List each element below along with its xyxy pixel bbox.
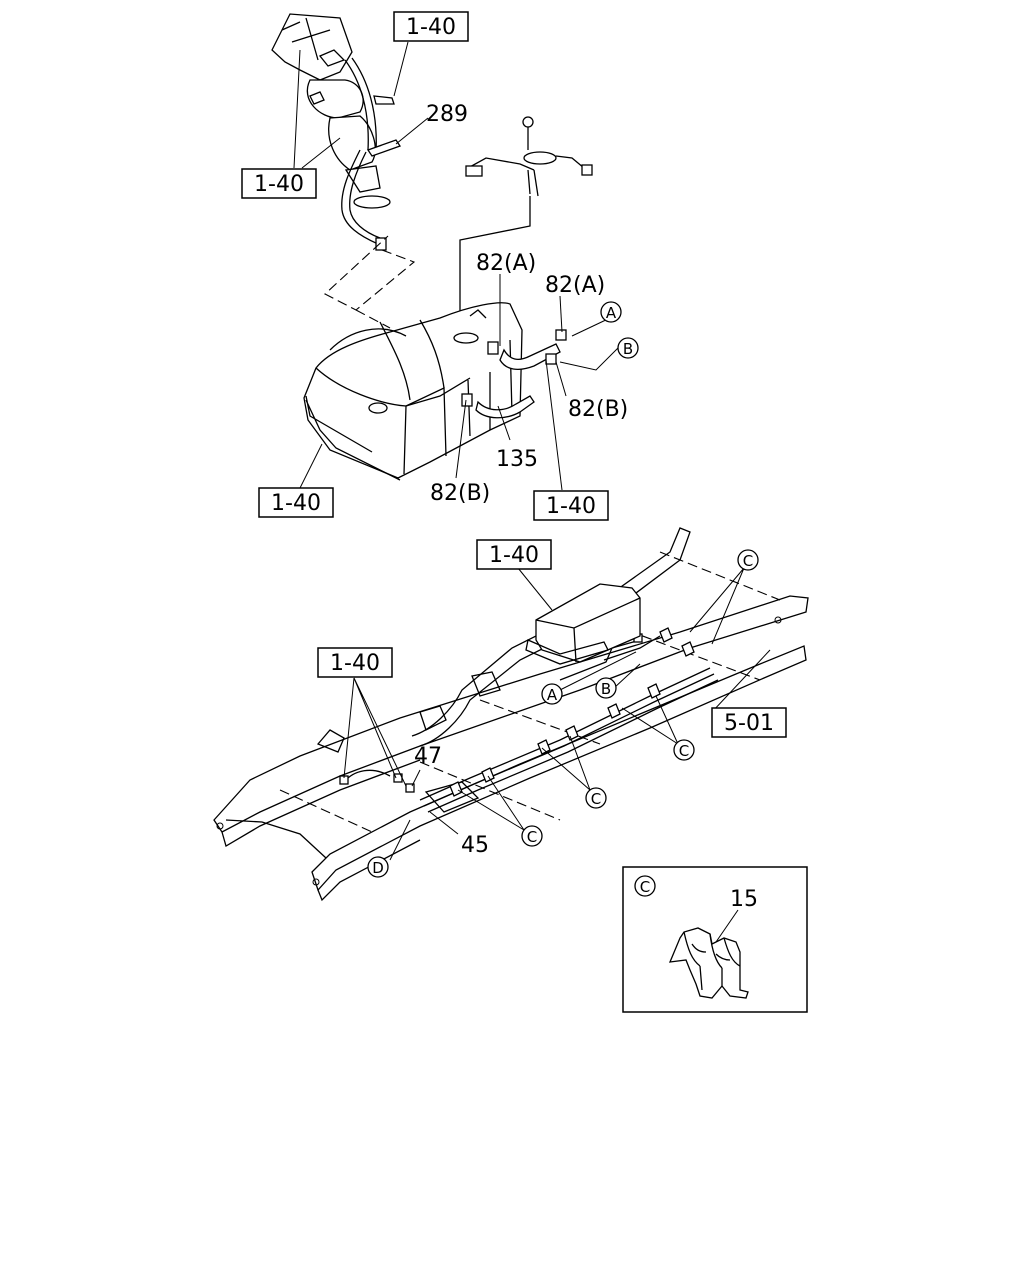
marker-label: C <box>679 742 689 760</box>
ref-box-label: 1-40 <box>254 172 304 197</box>
filler-to-tank-dashed-line <box>324 235 416 329</box>
part-47-label[interactable]: 47 <box>414 744 442 769</box>
filler-neck-assembly <box>271 13 402 251</box>
ref-box-label: 1-40 <box>546 494 596 519</box>
part-135-label[interactable]: 135 <box>496 447 538 472</box>
frame-clips <box>449 627 695 797</box>
ref-box-5-01[interactable]: 5-01 <box>711 707 787 738</box>
ref-box-label: 1-40 <box>489 543 539 568</box>
marker-d-frame[interactable]: D <box>367 856 389 878</box>
ref-box-1-40-frame-left[interactable]: 1-40 <box>317 647 393 678</box>
ref-box-1-40-tank-left[interactable]: 1-40 <box>258 487 334 518</box>
marker-b-tank[interactable]: B <box>617 337 639 359</box>
ref-box-1-40-top[interactable]: 1-40 <box>393 11 469 42</box>
marker-a-tank[interactable]: A <box>600 301 622 323</box>
marker-label: C <box>640 878 650 896</box>
marker-label: C <box>591 790 601 808</box>
part-82a-label-right[interactable]: 82(A) <box>545 273 605 298</box>
ref-box-label: 1-40 <box>271 491 321 516</box>
part-15-label[interactable]: 15 <box>730 887 758 912</box>
ref-box-label: 1-40 <box>406 15 456 40</box>
part-82b-label-lower[interactable]: 82(B) <box>430 481 490 506</box>
marker-c-frame-middle[interactable]: C <box>585 787 607 809</box>
ref-box-1-40-left-upper[interactable]: 1-40 <box>241 168 317 199</box>
marker-c-frame-left[interactable]: C <box>521 825 543 847</box>
marker-c-inset[interactable]: C <box>634 875 656 897</box>
part-82b-label-right[interactable]: 82(B) <box>568 397 628 422</box>
ref-box-label: 5-01 <box>724 711 774 736</box>
frame-mounted-tank <box>525 583 641 665</box>
part-82a-label[interactable]: 82(A) <box>476 251 536 276</box>
marker-b-frame[interactable]: B <box>595 677 617 699</box>
part-289-label[interactable]: 289 <box>426 102 468 127</box>
marker-a-frame[interactable]: A <box>541 683 563 705</box>
marker-label: B <box>623 340 633 358</box>
leader-lines <box>293 41 771 943</box>
ref-box-1-40-frame-tank[interactable]: 1-40 <box>476 539 552 570</box>
marker-label: C <box>743 552 753 570</box>
marker-label: A <box>547 686 558 704</box>
ref-box-label: 1-40 <box>330 651 380 676</box>
part-45-label[interactable]: 45 <box>461 833 489 858</box>
marker-label: A <box>606 304 617 322</box>
fuel-tank <box>303 302 567 481</box>
marker-label: B <box>601 680 611 698</box>
marker-c-frame-right[interactable]: C <box>673 739 695 761</box>
ref-box-1-40-tank-right[interactable]: 1-40 <box>533 490 609 521</box>
marker-c-frame-top[interactable]: C <box>737 549 759 571</box>
marker-label: D <box>372 859 384 877</box>
fuel-pump-sender-assembly <box>459 116 593 330</box>
marker-label: C <box>527 828 537 846</box>
